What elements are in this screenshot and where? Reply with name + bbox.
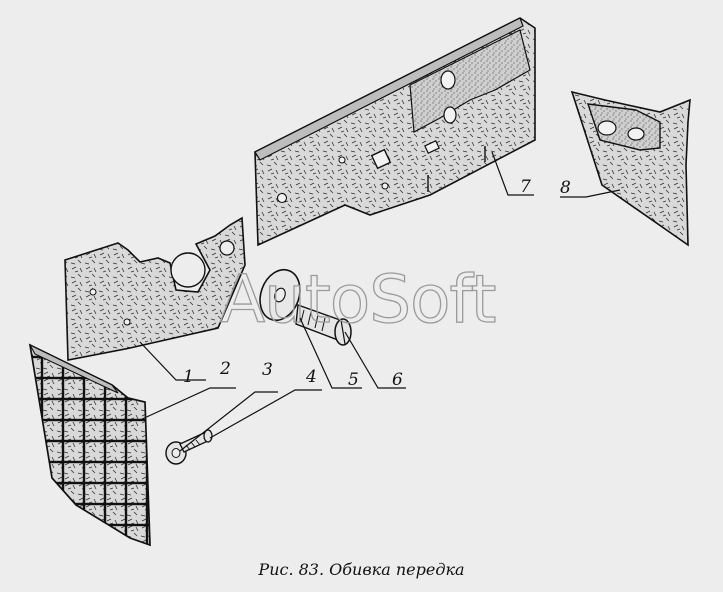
callout-6: 6 — [392, 370, 403, 390]
part-1-middle-panel — [64, 216, 246, 361]
part-3-washer — [165, 441, 187, 465]
leader-lines — [139, 151, 621, 452]
callout-2: 2 — [219, 359, 231, 379]
callout-7: 7 — [520, 177, 531, 197]
callout-5: 5 — [348, 370, 359, 390]
part-7-upper-panel — [254, 17, 536, 247]
part-8-side-panel — [570, 90, 691, 247]
figure-caption: Рис. 83. Обивка передка — [258, 560, 465, 579]
exploded-view-drawing: AutoSoft 1 2 3 4 5 6 7 8 — [28, 17, 691, 547]
watermark-text: AutoSoft — [220, 261, 496, 338]
callout-3: 3 — [262, 360, 273, 380]
part-2-lower-panel — [28, 343, 151, 547]
callout-1: 1 — [183, 367, 194, 387]
callout-8: 8 — [560, 178, 571, 198]
callout-4: 4 — [305, 367, 317, 387]
part-4-screw — [179, 429, 213, 453]
part-6-bolt — [295, 304, 352, 346]
part-5-large-washer — [259, 268, 301, 322]
